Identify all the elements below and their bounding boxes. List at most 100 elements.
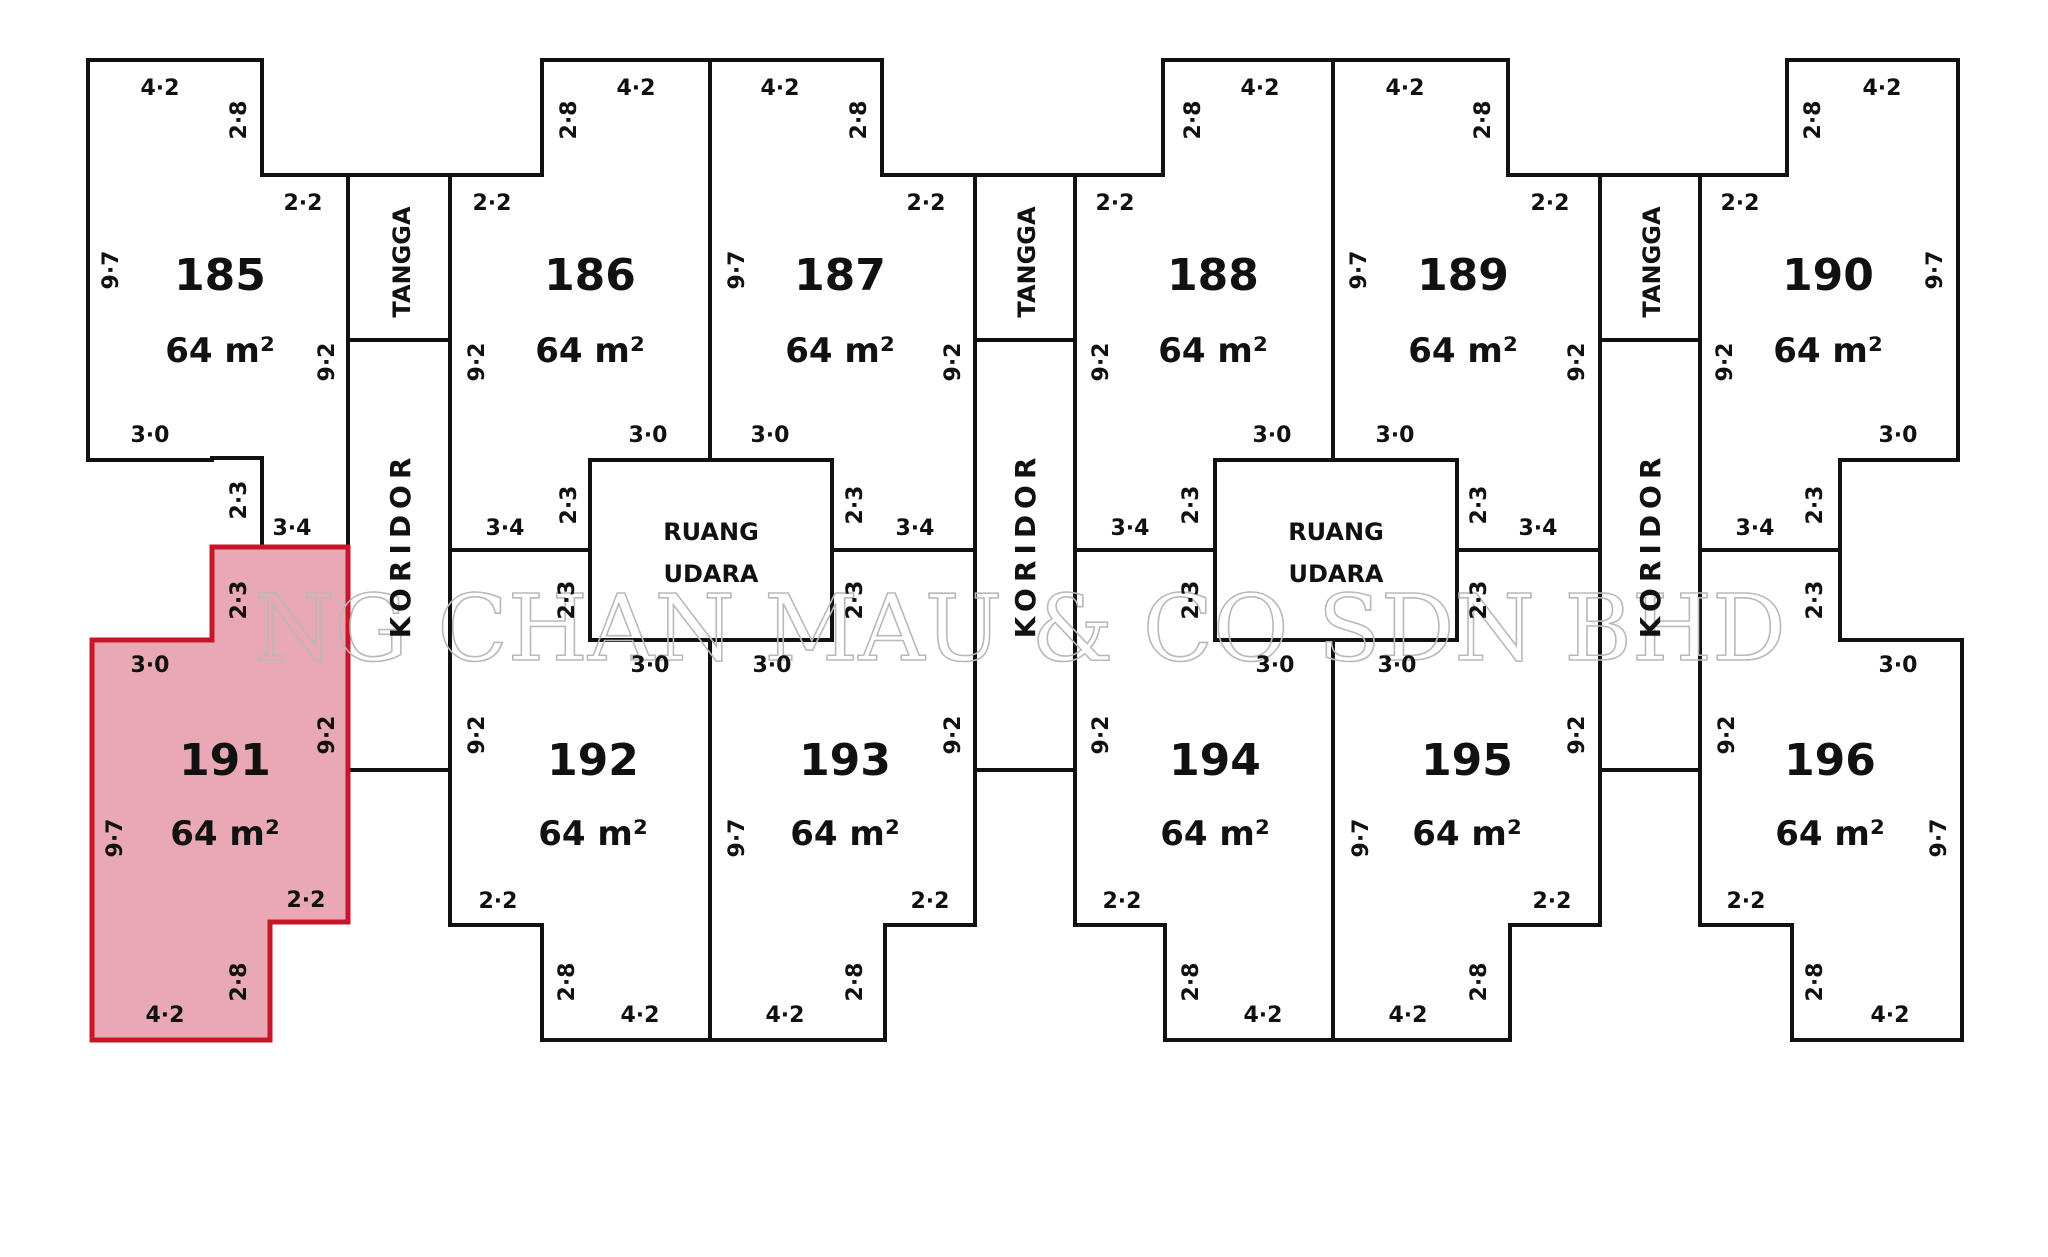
unit-189-number: 189 bbox=[1417, 250, 1509, 301]
unit-185-dim-notch: 2·8 bbox=[227, 101, 252, 140]
stair-label-3: TANGGA bbox=[1638, 206, 1666, 318]
unit-189-dim-right: 9·2 bbox=[1565, 343, 1590, 382]
unit-190-dim-lower: 2·3 bbox=[1803, 486, 1828, 525]
unit-193-dim-left: 9·7 bbox=[725, 819, 750, 858]
unit-185-number: 185 bbox=[174, 250, 266, 301]
unit-187-dim-bottom: 3·0 bbox=[751, 423, 790, 448]
unit-188-dim-bottom: 3·0 bbox=[1253, 423, 1292, 448]
unit-187-dim-lower: 2·3 bbox=[843, 486, 868, 525]
unit-191-number: 191 bbox=[179, 735, 271, 786]
unit-190-outline[interactable] bbox=[1698, 58, 1960, 552]
unit-185-dim-bottom: 3·0 bbox=[131, 423, 170, 448]
unit-187-dim-top: 4·2 bbox=[761, 76, 800, 101]
unit-189-dim-lower: 2·3 bbox=[1467, 486, 1492, 525]
unit-185-dim-base: 3·4 bbox=[273, 516, 312, 541]
unit-191-dim-bottom: 4·2 bbox=[146, 1003, 185, 1028]
unit-187-area: 64 m² bbox=[785, 331, 894, 371]
corridor-label-1: KORIDOR bbox=[384, 452, 417, 639]
unit-193-number: 193 bbox=[799, 735, 891, 786]
unit-188-number: 188 bbox=[1167, 250, 1259, 301]
unit-195-dim-top: 3·0 bbox=[1378, 653, 1417, 678]
unit-196-dim-bottom: 4·2 bbox=[1871, 1003, 1910, 1028]
unit-196-number: 196 bbox=[1784, 735, 1876, 786]
unit-188-dim-top: 4·2 bbox=[1241, 76, 1280, 101]
unit-192-area: 64 m² bbox=[538, 814, 647, 854]
unit-185-dim-top: 4·2 bbox=[141, 76, 180, 101]
unit-194-dim-step: 2·2 bbox=[1103, 889, 1142, 914]
unit-193-dim-bottom: 4·2 bbox=[766, 1003, 805, 1028]
corridor-label-2: KORIDOR bbox=[1009, 452, 1042, 639]
unit-196-dim-step: 2·2 bbox=[1727, 889, 1766, 914]
unit-189-dim-top: 4·2 bbox=[1386, 76, 1425, 101]
unit-192-dim-upper: 2·3 bbox=[555, 581, 580, 620]
unit-188-area: 64 m² bbox=[1158, 331, 1267, 371]
unit-194-number: 194 bbox=[1169, 735, 1261, 786]
unit-190-dim-right: 9·7 bbox=[1923, 251, 1948, 290]
unit-189-dim-base: 3·4 bbox=[1519, 516, 1558, 541]
unit-190-dim-step: 2·2 bbox=[1721, 191, 1760, 216]
unit-196-area: 64 m² bbox=[1775, 814, 1884, 854]
unit-191-dim-left: 9·7 bbox=[103, 819, 128, 858]
unit-189-dim-bottom: 3·0 bbox=[1376, 423, 1415, 448]
unit-192-number: 192 bbox=[547, 735, 639, 786]
unit-190-dim-left: 9·2 bbox=[1713, 343, 1738, 382]
air-well-1-label-line2: UDARA bbox=[663, 560, 758, 588]
unit-189-area: 64 m² bbox=[1408, 331, 1517, 371]
unit-191-dim-step: 2·2 bbox=[287, 888, 326, 913]
unit-195-dim-left: 9·7 bbox=[1349, 819, 1374, 858]
unit-190-area: 64 m² bbox=[1773, 331, 1882, 371]
unit-185-area: 64 m² bbox=[165, 331, 274, 371]
unit-186-dim-base: 3·4 bbox=[486, 516, 525, 541]
unit-186-dim-step: 2·2 bbox=[473, 191, 512, 216]
unit-185-dim-left: 9·7 bbox=[99, 251, 124, 290]
unit-194-area: 64 m² bbox=[1160, 814, 1269, 854]
unit-187-dim-left: 9·7 bbox=[725, 251, 750, 290]
unit-192-dim-bottom: 4·2 bbox=[621, 1003, 660, 1028]
unit-187-dim-right: 9·2 bbox=[941, 343, 966, 382]
unit-188-dim-notch: 2·8 bbox=[1181, 101, 1206, 140]
unit-194-dim-left: 9·2 bbox=[1089, 716, 1114, 755]
unit-186-area: 64 m² bbox=[535, 331, 644, 371]
unit-188-dim-step: 2·2 bbox=[1096, 191, 1135, 216]
unit-187-dim-notch: 2·8 bbox=[847, 101, 872, 140]
unit-193-outline[interactable] bbox=[708, 548, 977, 1042]
unit-195-outline[interactable] bbox=[1331, 548, 1602, 1042]
unit-185-dim-lower: 2·3 bbox=[227, 481, 252, 520]
unit-191-area: 64 m² bbox=[170, 814, 279, 854]
unit-190-dim-base: 3·4 bbox=[1736, 516, 1775, 541]
unit-190-number: 190 bbox=[1782, 250, 1874, 301]
unit-193-area: 64 m² bbox=[790, 814, 899, 854]
unit-192-dim-notch: 2·8 bbox=[555, 963, 580, 1002]
unit-194-dim-bottom: 4·2 bbox=[1244, 1003, 1283, 1028]
air-well-2-label-line1: RUANG bbox=[1288, 518, 1384, 546]
unit-189-dim-notch: 2·8 bbox=[1471, 101, 1496, 140]
unit-186-number: 186 bbox=[544, 250, 636, 301]
unit-186-dim-lower: 2·3 bbox=[557, 486, 582, 525]
unit-191-dim-upper: 2·3 bbox=[227, 581, 252, 620]
unit-191-dim-notch: 2·8 bbox=[227, 963, 252, 1002]
unit-187-number: 187 bbox=[794, 250, 886, 301]
unit-195-dim-upper: 2·3 bbox=[1467, 581, 1492, 620]
unit-195-number: 195 bbox=[1421, 735, 1513, 786]
unit-187-dim-step: 2·2 bbox=[907, 191, 946, 216]
stair-label-1: TANGGA bbox=[388, 206, 416, 318]
unit-185-outline[interactable] bbox=[86, 58, 350, 552]
unit-196-outline[interactable] bbox=[1698, 548, 1964, 1042]
unit-191-outline[interactable] bbox=[89, 544, 351, 1043]
unit-187-dim-base: 3·4 bbox=[896, 516, 935, 541]
unit-196-dim-top: 3·0 bbox=[1879, 653, 1918, 678]
unit-188-dim-left: 9·2 bbox=[1089, 343, 1114, 382]
unit-193-dim-notch: 2·8 bbox=[843, 963, 868, 1002]
unit-185-dim-right: 9·2 bbox=[315, 343, 340, 382]
unit-193-dim-right: 9·2 bbox=[941, 716, 966, 755]
unit-194-dim-top: 3·0 bbox=[1256, 653, 1295, 678]
watermark: NG CHAN MAU & CO SDN BHD bbox=[254, 575, 1786, 682]
unit-186-dim-left: 9·2 bbox=[465, 343, 490, 382]
unit-193-dim-top: 3·0 bbox=[753, 653, 792, 678]
unit-190-dim-bottom: 3·0 bbox=[1879, 423, 1918, 448]
unit-185-dim-step: 2·2 bbox=[284, 191, 323, 216]
unit-190-dim-notch: 2·8 bbox=[1801, 101, 1826, 140]
unit-191-dim-top: 3·0 bbox=[131, 653, 170, 678]
unit-191-dim-right: 9·2 bbox=[315, 716, 340, 755]
